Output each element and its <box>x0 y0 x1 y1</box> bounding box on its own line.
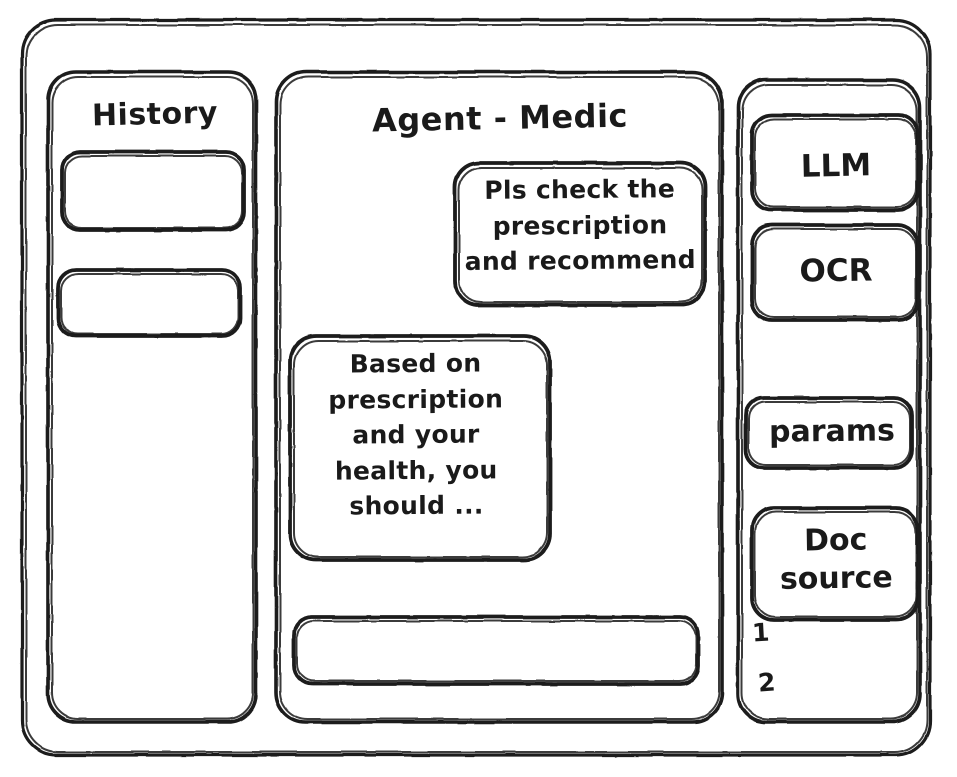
history-item[interactable] <box>62 152 244 230</box>
tool-card-ocr-label: OCR <box>799 252 873 290</box>
user-message-bubble: Pls check the prescription and recommend <box>464 174 697 277</box>
history-panel-title: History <box>91 95 219 134</box>
page-title: Agent - Medic <box>371 96 629 140</box>
doc-source-list-item[interactable]: 1 <box>751 617 771 648</box>
doc-source-list-item[interactable]: 2 <box>757 667 777 698</box>
tool-card-doc-source-label: Doc source <box>779 522 893 597</box>
tool-card-llm-label: LLM <box>800 147 872 185</box>
history-item[interactable] <box>58 270 240 336</box>
tool-card-params-label: params <box>768 413 896 450</box>
message-input[interactable] <box>294 617 698 684</box>
agent-message-bubble: Based on prescription and your health, y… <box>328 348 504 521</box>
